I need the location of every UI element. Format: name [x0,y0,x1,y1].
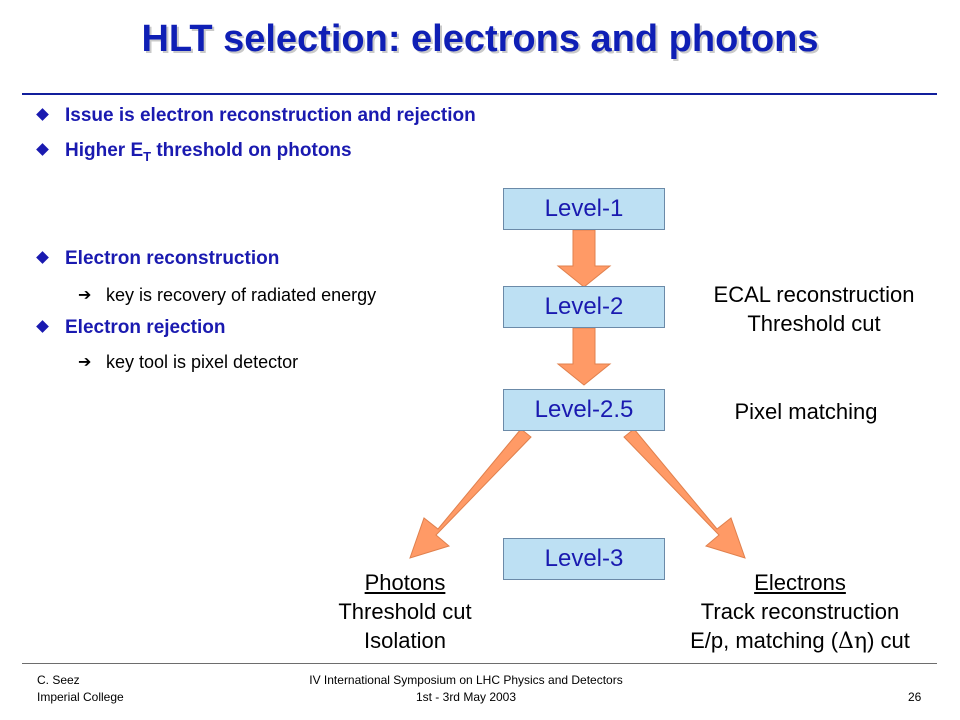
pixel-note: Pixel matching [734,399,878,424]
footer-dates: 1st - 3rd May 2003 [415,690,517,704]
bullet-3-text: Electron reconstruction [65,248,280,269]
bullet-2-subscript: T [143,148,152,164]
arrow-level25-to-electrons [623,428,746,559]
footer-divider [22,663,937,664]
photons-block: Photons Threshold cut Isolation [300,568,510,655]
bullet-2-suffix: threshold on photons [151,140,352,161]
page-number: 26 [908,690,922,704]
electrons-line-2-prefix: E/p, matching ( [690,628,839,653]
footer-institution: Imperial College [37,690,124,704]
subbullet-2: ➔ key tool is pixel detector [78,352,299,373]
arrow-level2-to-level25 [556,327,612,386]
arrow-right-icon: ➔ [78,285,92,304]
slide-title: HLT selection: electrons and photons [141,18,819,60]
bullet-4-text: Electron rejection [65,317,226,338]
arrow-level25-to-photons [409,428,532,559]
delta-eta-symbol: Δη [838,629,868,654]
ecal-note: ECAL reconstruction Threshold cut [686,282,942,337]
footer-author: C. Seez [37,673,80,687]
subbullet-1: ➔ key is recovery of radiated energy [78,285,377,306]
level-2-box: Level-2 [503,286,665,328]
bullet-3: Electron reconstruction [36,248,280,270]
electrons-line-2: E/p, matching (Δη) cut [650,626,950,656]
level-3-box: Level-3 [503,538,665,580]
electrons-block: Electrons Track reconstruction E/p, matc… [650,568,950,656]
ecal-note-line-1: ECAL reconstruction [713,282,915,307]
ecal-note-line-2: Threshold cut [747,311,881,336]
level-1-box: Level-1 [503,188,665,230]
electrons-line-1: Track reconstruction [700,599,900,624]
bullet-1: Issue is electron reconstruction and rej… [36,105,476,127]
photons-line-2: Isolation [364,628,446,653]
bullet-1-text: Issue is electron reconstruction and rej… [65,105,476,126]
footer-author-block: C. Seez Imperial College [37,672,124,706]
level-2-5-box: Level-2.5 [503,389,665,431]
photons-heading: Photons [364,570,446,595]
electrons-heading: Electrons [754,570,846,595]
arrow-right-icon: ➔ [78,352,92,371]
electrons-line-2-suffix: ) cut [867,628,910,653]
subbullet-2-text: key tool is pixel detector [106,352,299,372]
bullet-4: Electron rejection [36,317,226,339]
footer-event-block: IV International Symposium on LHC Physic… [270,672,662,706]
footer-event: IV International Symposium on LHC Physic… [309,673,623,687]
subbullet-1-text: key is recovery of radiated energy [106,285,377,305]
arrow-level1-to-level2 [556,229,612,288]
bullet-2-text: Higher E [65,140,144,161]
title-divider [22,93,937,95]
photons-line-1: Threshold cut [338,599,472,624]
bullet-2: Higher ET threshold on photons [36,140,352,164]
